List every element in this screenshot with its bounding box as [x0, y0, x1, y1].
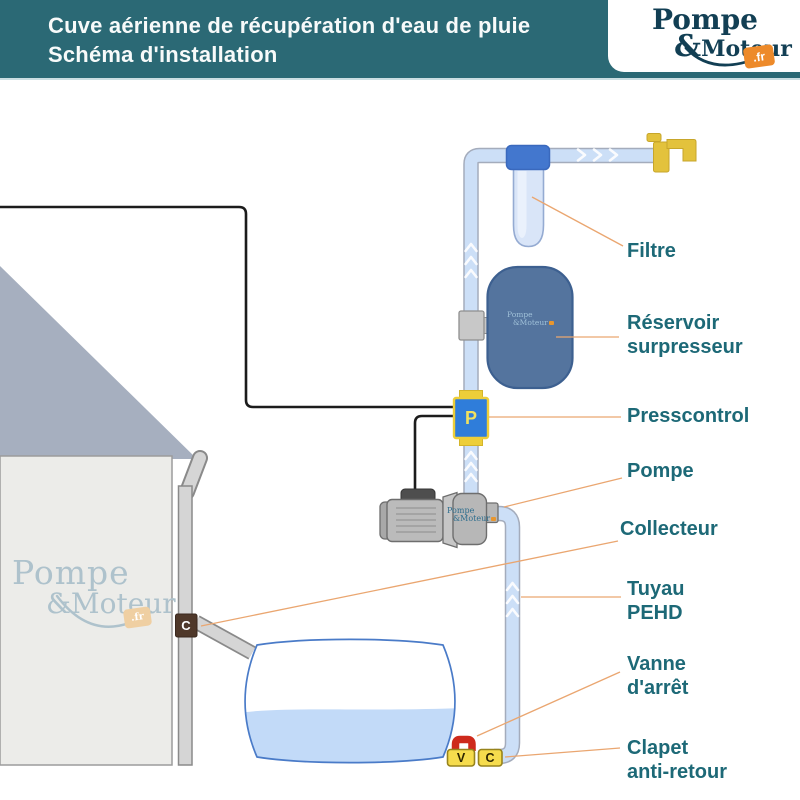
pump-device — [379, 488, 499, 549]
red-valve-pipe — [451, 735, 476, 757]
label-pompe: Pompe — [627, 460, 694, 482]
flow-arrow-icons — [464, 148, 619, 618]
brand-logo: Pompe &Moteur .fr — [608, 0, 800, 72]
presscontrol-letter: P — [464, 407, 477, 428]
house-watermark: Pompe &Moteur .fr — [12, 556, 192, 629]
tank-inlet-pipe — [192, 615, 256, 660]
check-valve-box — [477, 748, 503, 767]
label-reservoir: Réservoir surpresseur — [627, 312, 743, 358]
gutter-downspout — [177, 450, 208, 766]
label-clapet: Clapet anti-retour — [627, 737, 727, 783]
presscontrol-device — [452, 390, 490, 446]
filter-highlight — [517, 171, 527, 238]
faucet-icon — [646, 133, 697, 173]
main-pipe — [463, 147, 656, 499]
logo-word-pompe: Pompe — [652, 3, 758, 36]
pump-watermark-dot — [491, 517, 497, 522]
label-collecteur: Collecteur — [620, 518, 718, 540]
tank-outline — [244, 638, 456, 764]
storage-tank — [244, 638, 456, 764]
pump-watermark: Pompe &Moteur — [447, 506, 497, 524]
label-presscontrol: Presscontrol — [627, 405, 750, 427]
page-title: Cuve aérienne de récupération d'eau de p… — [48, 11, 530, 69]
tee-fitting — [458, 310, 491, 341]
tank-water — [245, 708, 455, 763]
pump-cable — [413, 414, 453, 491]
check-valve-letter: C — [485, 750, 495, 765]
leader-lines — [200, 196, 624, 758]
label-filtre: Filtre — [627, 240, 676, 262]
house-roof — [0, 266, 197, 459]
pump-head — [452, 492, 488, 546]
pehd-pipe — [489, 505, 521, 765]
filter-head — [505, 144, 551, 171]
logo-fr-badge: .fr — [742, 44, 776, 69]
label-vanne-arret: Vanne d'arrêt — [627, 653, 689, 699]
reservoir-watermark-dot — [548, 320, 554, 325]
shutoff-valve-box — [446, 748, 476, 767]
label-tuyau-pehd: Tuyau PEHD — [627, 578, 685, 624]
reservoir-watermark: Pompe &Moteur — [507, 311, 554, 327]
collector-letter: C — [181, 618, 191, 633]
house — [0, 266, 197, 766]
shutoff-valve-letter: V — [456, 750, 466, 765]
collector-box — [175, 613, 198, 638]
title-line-2: Schéma d'installation — [48, 42, 278, 67]
house-watermark-fr-badge: .fr — [122, 606, 153, 629]
filter — [505, 144, 551, 248]
power-cables — [0, 205, 453, 491]
pressure-tank — [486, 265, 574, 390]
valves — [446, 735, 503, 767]
mains-cable — [0, 205, 453, 409]
title-line-1: Cuve aérienne de récupération d'eau de p… — [48, 13, 531, 38]
